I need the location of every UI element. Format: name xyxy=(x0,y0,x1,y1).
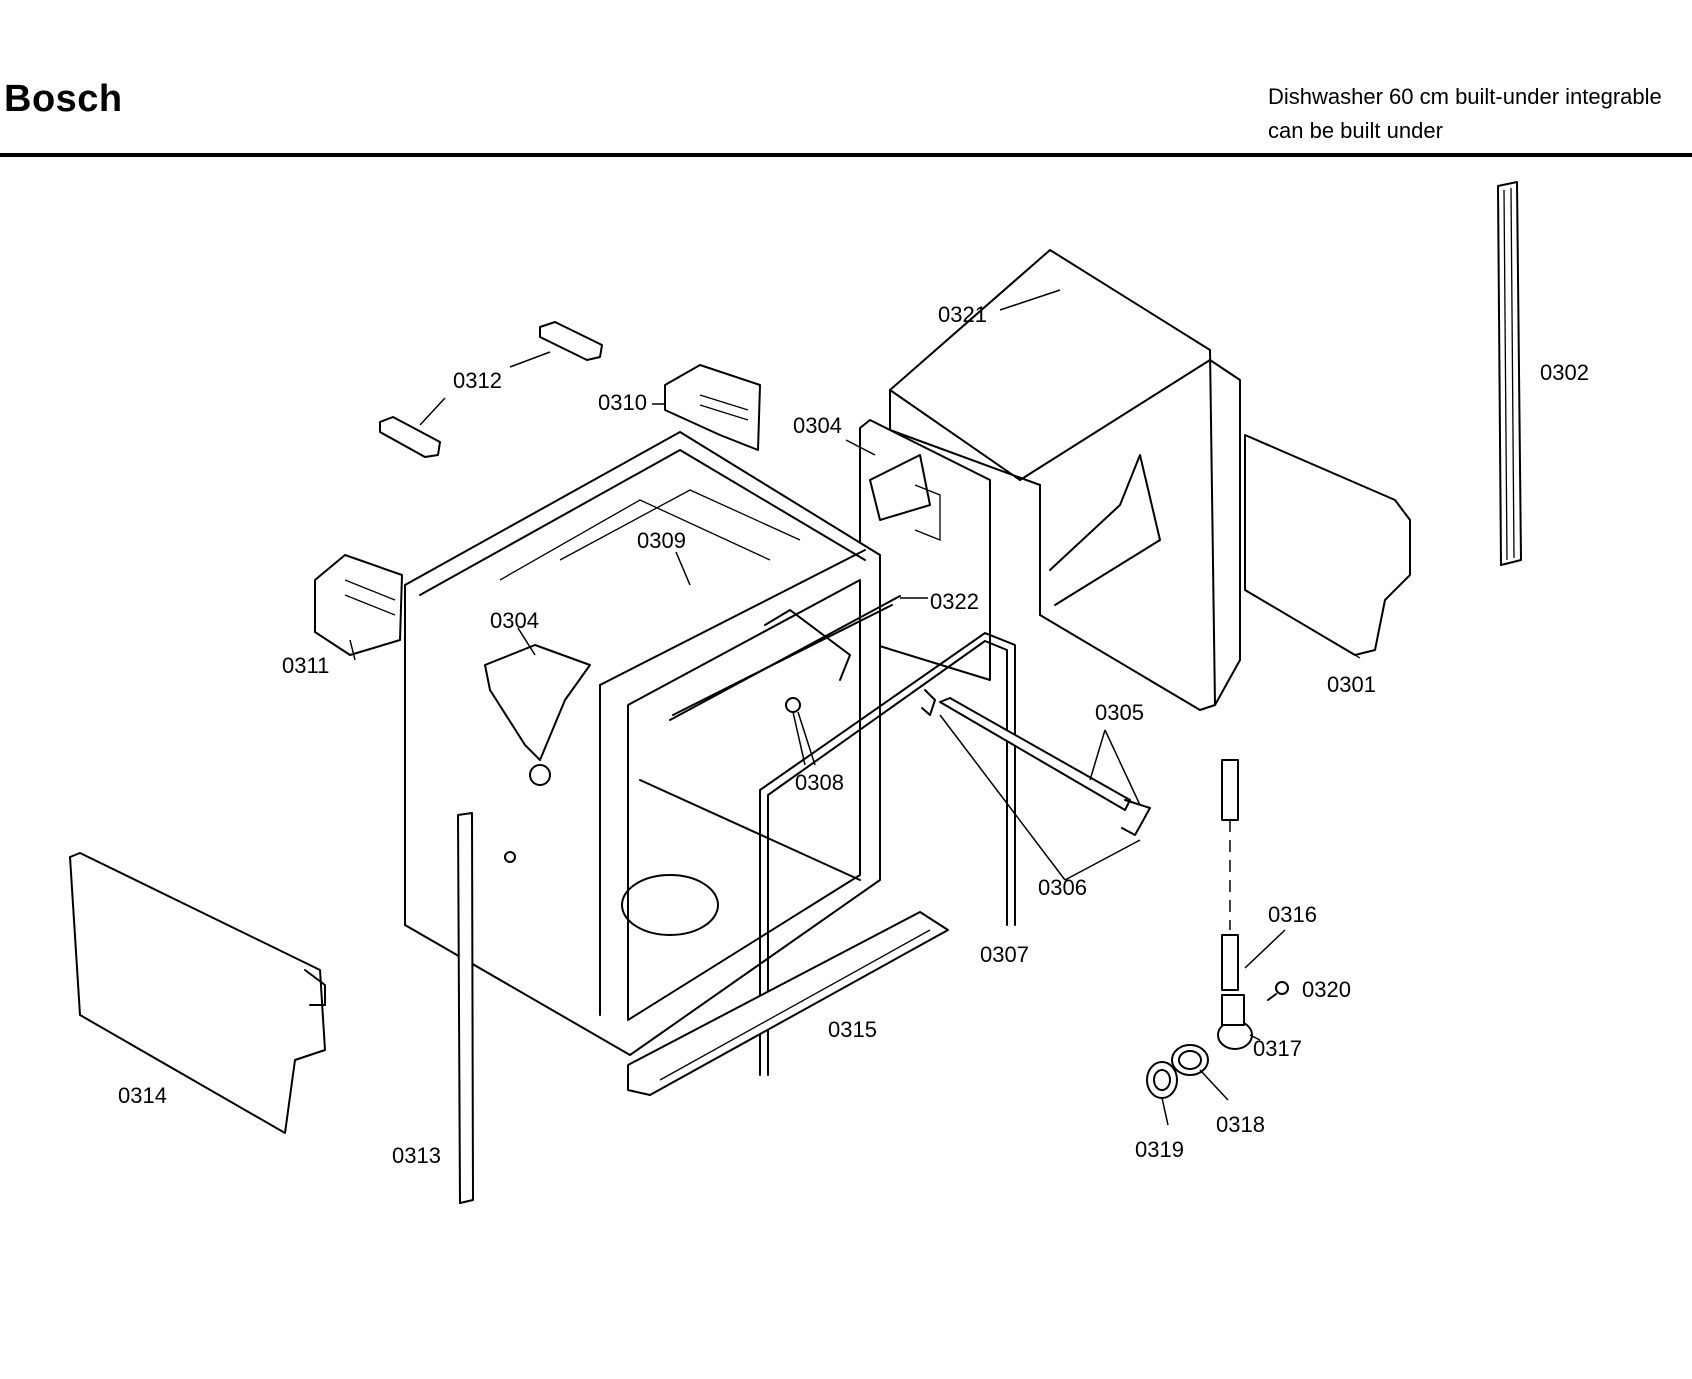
part-0321-insulation-cover xyxy=(889,249,1241,711)
callout-0308: 0308 xyxy=(795,770,844,795)
callout-0319: 0319 xyxy=(1135,1137,1184,1162)
callout-0316: 0316 xyxy=(1268,902,1317,927)
part-0305-hinge-arm xyxy=(921,689,1151,836)
callout-0311: 0311 xyxy=(282,653,329,678)
part-0311-connector xyxy=(314,554,403,656)
part-0314-kick-panel xyxy=(69,852,326,1134)
callout-0307: 0307 xyxy=(980,942,1029,967)
part-0312-brackets xyxy=(379,321,603,458)
part-tub-assembly xyxy=(404,431,893,1056)
part-0310-connector xyxy=(664,364,761,451)
callout-0309: 0309 xyxy=(637,528,686,553)
callout-0306: 0306 xyxy=(1038,875,1087,900)
callout-0315: 0315 xyxy=(828,1017,877,1042)
part-0319-cap xyxy=(1146,1061,1178,1099)
callout-labels: 0301 0302 0304 0304 0305 0306 0307 0308 … xyxy=(118,302,1589,1168)
callout-0304-upper: 0304 xyxy=(793,413,842,438)
callout-0312: 0312 xyxy=(453,368,502,393)
part-0316-drain-hose xyxy=(1221,759,1239,991)
callout-0318: 0318 xyxy=(1216,1112,1265,1137)
callout-0320: 0320 xyxy=(1302,977,1351,1002)
part-0301-side-panel xyxy=(1244,434,1411,659)
callout-0305: 0305 xyxy=(1095,700,1144,725)
callout-0304-lower: 0304 xyxy=(490,608,539,633)
callout-0310: 0310 xyxy=(598,390,647,415)
part-0315-base-plinth xyxy=(627,911,949,1096)
callout-0313: 0313 xyxy=(392,1143,441,1168)
part-0322-rail xyxy=(669,595,901,721)
part-0317-fitting xyxy=(1217,994,1253,1050)
model-description-line1: Dishwasher 60 cm built-under integrable xyxy=(1268,84,1662,109)
part-0302-trim-strip xyxy=(1497,181,1522,566)
model-description: Dishwasher 60 cm built-under integrable … xyxy=(1268,80,1662,148)
callout-0302: 0302 xyxy=(1540,360,1589,385)
callout-0321: 0321 xyxy=(938,302,987,327)
callout-0322: 0322 xyxy=(930,589,979,614)
part-0313-side-strip xyxy=(457,812,474,1204)
callout-0317: 0317 xyxy=(1253,1036,1302,1061)
part-0318-seal-ring xyxy=(1171,1044,1209,1076)
part-0320-screw xyxy=(1267,981,1289,1001)
leader-lines xyxy=(349,289,1286,1126)
callout-0301: 0301 xyxy=(1327,672,1376,697)
part-0304-side-panel xyxy=(859,419,991,681)
brand-title: Bosch xyxy=(4,78,123,120)
model-description-line2: can be built under xyxy=(1268,118,1443,143)
callout-0314: 0314 xyxy=(118,1083,167,1108)
header-divider xyxy=(0,153,1692,157)
